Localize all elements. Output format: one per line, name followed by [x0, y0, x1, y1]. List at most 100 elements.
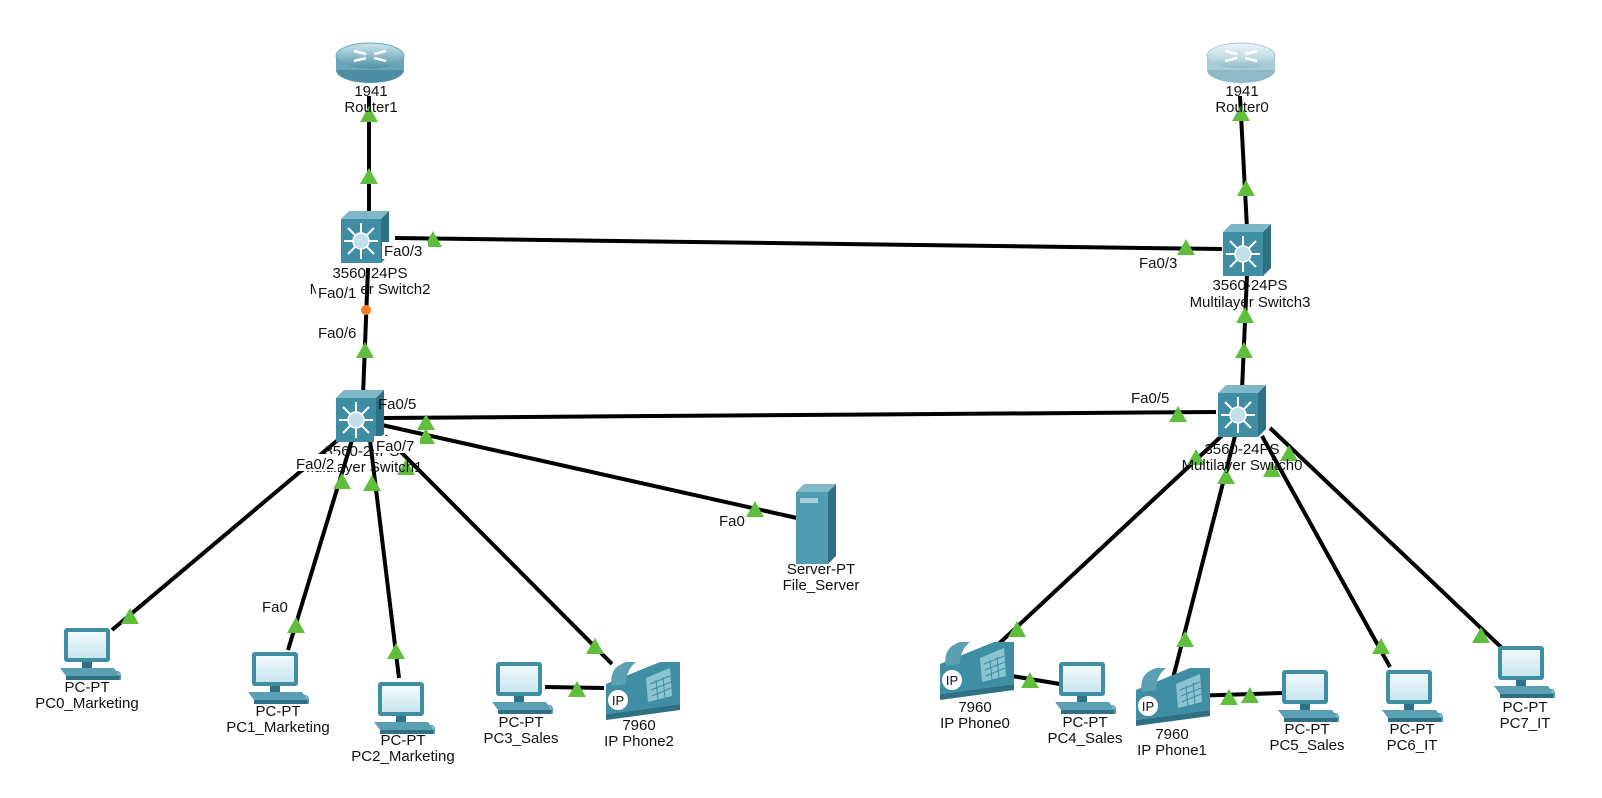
link-mls0-pc7[interactable] — [1268, 426, 1504, 650]
multilayer-switch0-device[interactable]: 3560-24PS Multilayer Switch0 — [1182, 384, 1303, 474]
device-name-label: IP Phone0 — [940, 715, 1010, 732]
device-model-label: PC-PT — [499, 714, 544, 731]
links-layer — [110, 95, 1504, 698]
device-model-label: PC-PT — [1503, 699, 1548, 716]
port-up-indicator — [363, 475, 381, 491]
device-name-label: PC5_Sales — [1269, 737, 1344, 754]
device-model-label: 7960 — [622, 717, 655, 734]
port-label-background — [294, 454, 338, 471]
port-label-background — [374, 436, 420, 453]
port-label: Fa0/3 — [1139, 255, 1177, 272]
port-labels-layer: Fa0/3 Fa0/3 Fa0/1 Fa0/6 Fa0/5 Fa0/5 Fa0/… — [262, 242, 1177, 616]
device-name-label: IP Phone2 — [604, 733, 674, 750]
device-name-label: PC1_Marketing — [226, 719, 329, 736]
router-icon — [334, 41, 406, 85]
link-mls3-mls0[interactable] — [1240, 274, 1249, 391]
port-up-indicator — [1237, 180, 1255, 196]
port-label: Fa0/3 — [384, 243, 422, 260]
device-model-label: PC-PT — [256, 703, 301, 720]
pc2-marketing-device[interactable]: PC-PT PC2_Marketing — [351, 681, 455, 765]
pc4-sales-device[interactable]: PC-PT PC4_Sales — [1047, 661, 1123, 747]
router-icon — [1205, 41, 1277, 85]
port-up-indicator — [387, 643, 405, 659]
pc-icon — [1054, 661, 1117, 715]
device-name-label: PC7_IT — [1500, 715, 1551, 732]
ip-phone-icon — [1135, 667, 1211, 727]
port-up-indicator — [1235, 342, 1253, 358]
link-mls1-phone2[interactable] — [383, 434, 614, 666]
device-name-label: Multilayer Switch3 — [1190, 294, 1311, 311]
port-up-indicator — [1220, 689, 1238, 705]
device-name-label: PC0_Marketing — [35, 695, 138, 712]
pc-icon — [1493, 645, 1556, 699]
port-label: Fa0/1 — [318, 285, 356, 302]
port-up-indicator — [287, 617, 305, 633]
port-label: Fa0/5 — [378, 396, 416, 413]
device-model-label: PC-PT — [65, 679, 110, 696]
router0-device[interactable]: 1941 Router0 — [1205, 41, 1277, 116]
port-label: Fa0/6 — [318, 325, 356, 342]
device-name-label: Multilayer Switch0 — [1182, 457, 1303, 474]
port-up-indicator — [360, 168, 378, 184]
device-model-label: PC-PT — [1285, 721, 1330, 738]
port-label: Fa0/7 — [376, 438, 414, 455]
link-mls1-mls0[interactable] — [381, 410, 1217, 420]
device-model-label: 3560-24PS — [1204, 441, 1279, 458]
port-up-indicator — [356, 342, 374, 358]
device-model-label: 7960 — [1155, 726, 1188, 743]
link-mls2-mls1[interactable] — [361, 267, 370, 397]
pc-icon — [59, 627, 122, 681]
port-label: Fa0/2 — [296, 456, 334, 473]
pc5-sales-device[interactable]: PC-PT PC5_Sales — [1269, 669, 1345, 754]
link-mls2-mls3[interactable] — [394, 236, 1223, 251]
multilayer-switch-icon — [340, 210, 390, 264]
port-blocking-indicator — [361, 305, 371, 315]
port-label: Fa0 — [262, 599, 288, 616]
device-model-label: 1941 — [1225, 83, 1258, 100]
link-mls1-server[interactable] — [381, 423, 798, 520]
device-name-label: PC6_IT — [1387, 737, 1438, 754]
device-name-label: Router1 — [344, 99, 397, 116]
multilayer-switch-icon — [335, 389, 385, 443]
server-icon — [796, 484, 836, 564]
pc-icon — [1277, 669, 1340, 723]
device-model-label: PC-PT — [381, 732, 426, 749]
device-model-label: 3560-24PS — [1212, 277, 1287, 294]
pc-icon — [247, 651, 310, 705]
file-server-device[interactable]: Server-PT File_Server — [783, 484, 860, 594]
device-model-label: PC-PT — [1063, 714, 1108, 731]
ip-phone-icon — [939, 641, 1015, 701]
ip-phone-icon — [605, 661, 681, 721]
pc1-marketing-device[interactable]: PC-PT PC1_Marketing — [226, 651, 330, 736]
router1-device[interactable]: 1941 Router1 — [334, 41, 406, 116]
device-model-label: 3560-24PS — [332, 265, 407, 282]
ip-phone1-device[interactable]: 7960 IP Phone1 — [1135, 667, 1211, 759]
device-model-label: 1941 — [354, 83, 387, 100]
pc7-it-device[interactable]: PC-PT PC7_IT — [1493, 645, 1556, 732]
multilayer-switch3-device[interactable]: 3560-24PS Multilayer Switch3 — [1190, 223, 1311, 311]
device-name-label: PC3_Sales — [483, 730, 558, 747]
port-status-layer — [121, 105, 1490, 705]
link-mls0-phone0[interactable] — [988, 428, 1230, 654]
pc6-it-device[interactable]: PC-PT PC6_IT — [1381, 669, 1444, 754]
pc0-marketing-device[interactable]: PC-PT PC0_Marketing — [35, 627, 139, 712]
device-name-label: PC4_Sales — [1047, 730, 1122, 747]
pc-icon — [491, 661, 554, 715]
device-name-label: PC2_Marketing — [351, 748, 454, 765]
pc-icon — [1381, 669, 1444, 723]
ip-phone0-device[interactable]: 7960 IP Phone0 — [939, 641, 1015, 732]
device-name-label: File_Server — [783, 577, 860, 594]
link-mls1-pc2[interactable] — [368, 439, 401, 679]
port-up-indicator — [1176, 631, 1194, 647]
link-mls0-pc6[interactable] — [1260, 435, 1392, 668]
port-label-background — [316, 283, 360, 300]
device-name-label: IP Phone1 — [1137, 742, 1207, 759]
pc3-sales-device[interactable]: PC-PT PC3_Sales — [483, 661, 559, 747]
port-label-background — [382, 242, 428, 259]
port-label: Fa0/5 — [1131, 390, 1169, 407]
multilayer-switch-icon — [1217, 384, 1267, 438]
ip-phone2-device[interactable]: 7960 IP Phone2 — [604, 661, 681, 750]
pc-icon — [373, 681, 436, 735]
port-label: Fa0 — [719, 513, 745, 530]
